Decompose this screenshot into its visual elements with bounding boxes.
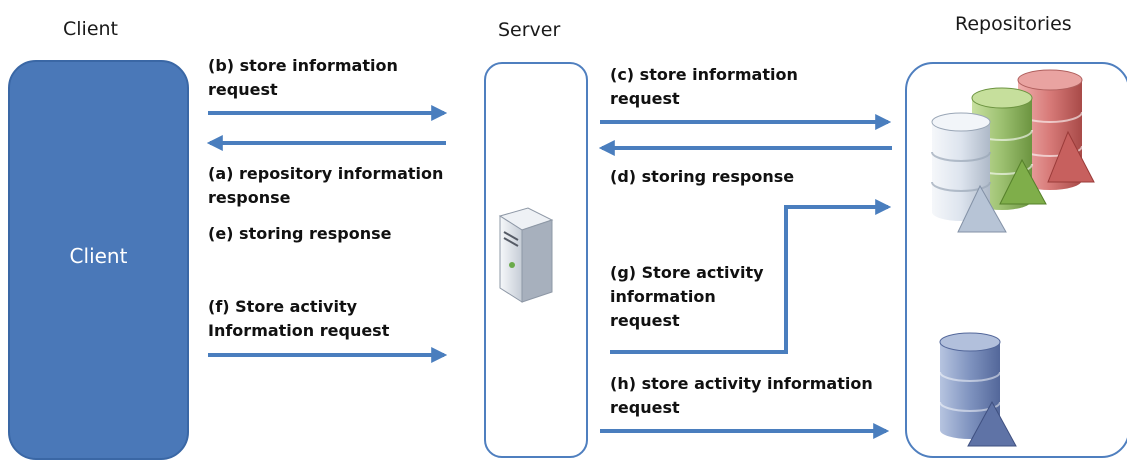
- client-box-label: Client: [69, 244, 128, 268]
- server-icon: [498, 207, 554, 303]
- database-red-icon: [1017, 69, 1095, 190]
- message-e-label: (e) storing response: [208, 224, 392, 243]
- arrow-g: [610, 199, 892, 354]
- client-heading: Client: [63, 18, 119, 40]
- repositories-heading: Repositories: [955, 13, 1072, 35]
- database-blue-icon: [939, 332, 1017, 447]
- message-d-label: (d) storing response: [610, 167, 795, 186]
- server-heading: Server: [498, 19, 561, 41]
- database-white-icon: [931, 112, 1007, 233]
- client-box: Client: [8, 60, 189, 460]
